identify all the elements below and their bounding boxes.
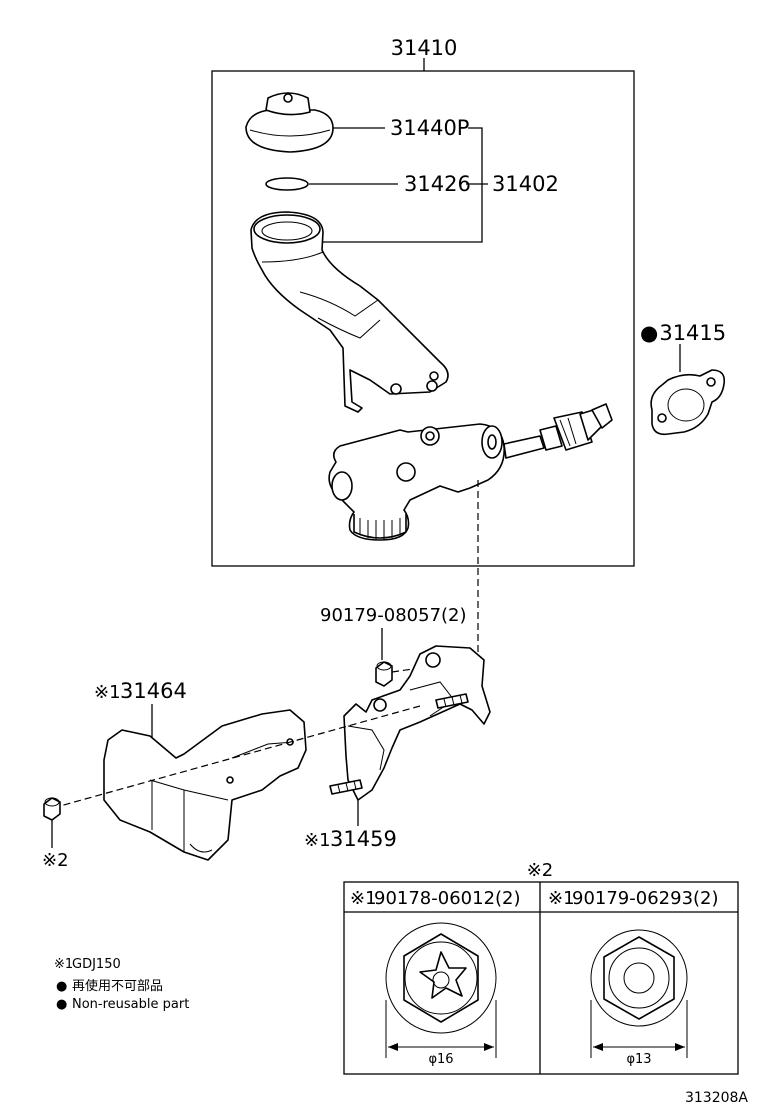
assembly-dashed-line [460, 480, 479, 653]
reservoir-tank[interactable] [250, 211, 449, 413]
label-31426[interactable]: 31426 [404, 172, 471, 196]
nut-top-view-2 [590, 929, 688, 1058]
legend-mark-3: ● [56, 997, 67, 1012]
clutch-bracket[interactable] [329, 645, 491, 801]
nut-col2-mark: ※1 [548, 888, 575, 909]
nut-table-title: ※2 [527, 860, 554, 881]
nut-col2-part[interactable]: 90179-06293(2) [572, 888, 719, 909]
label-31410[interactable]: 31410 [391, 36, 458, 60]
nut-col1-mark: ※1 [350, 888, 377, 909]
label-31402[interactable]: 31402 [492, 172, 559, 196]
legend: ※1 GDJ150 ● 再使用不可部品 ● Non-reusable part [54, 957, 189, 1012]
nut-dim-2: φ13 [626, 1052, 651, 1067]
label-31440P[interactable]: 31440P [390, 116, 469, 140]
refmark-bracket: ※1 [304, 830, 331, 851]
gasket[interactable] [650, 369, 726, 436]
legend-text-1: GDJ150 [72, 957, 121, 972]
nut-note: ※2 [42, 850, 69, 871]
legend-text-2: 再使用不可部品 [72, 978, 163, 994]
flange-nut-upper[interactable] [375, 661, 393, 687]
drawing-number: 313208A [685, 1090, 748, 1106]
assembly-box [211, 70, 635, 567]
nut-top-view-1 [385, 922, 497, 1058]
clutch-master-cylinder[interactable] [328, 403, 613, 541]
refmark-cover: ※1 [94, 682, 121, 703]
label-31415[interactable]: ●31415 [640, 321, 726, 345]
legend-mark-2: ● [56, 979, 67, 994]
master-cylinder-cover[interactable] [103, 709, 307, 861]
packing-ring[interactable] [265, 177, 309, 191]
cover-dashed-line [59, 705, 421, 807]
reservoir-cap[interactable] [245, 92, 334, 153]
reservoir-bracket-line [323, 127, 483, 243]
nut-dim-1: φ16 [428, 1052, 453, 1067]
label-31459[interactable]: 31459 [330, 827, 397, 851]
label-31464[interactable]: 31464 [120, 679, 187, 703]
flange-nut-lower[interactable] [43, 797, 61, 821]
legend-text-3: Non-reusable part [72, 997, 189, 1012]
nut-table [343, 881, 739, 1075]
label-90179-08057[interactable]: 90179-08057(2) [320, 605, 467, 626]
nut-col1-part[interactable]: 90178-06012(2) [374, 888, 521, 909]
legend-mark-1: ※1 [54, 957, 73, 972]
